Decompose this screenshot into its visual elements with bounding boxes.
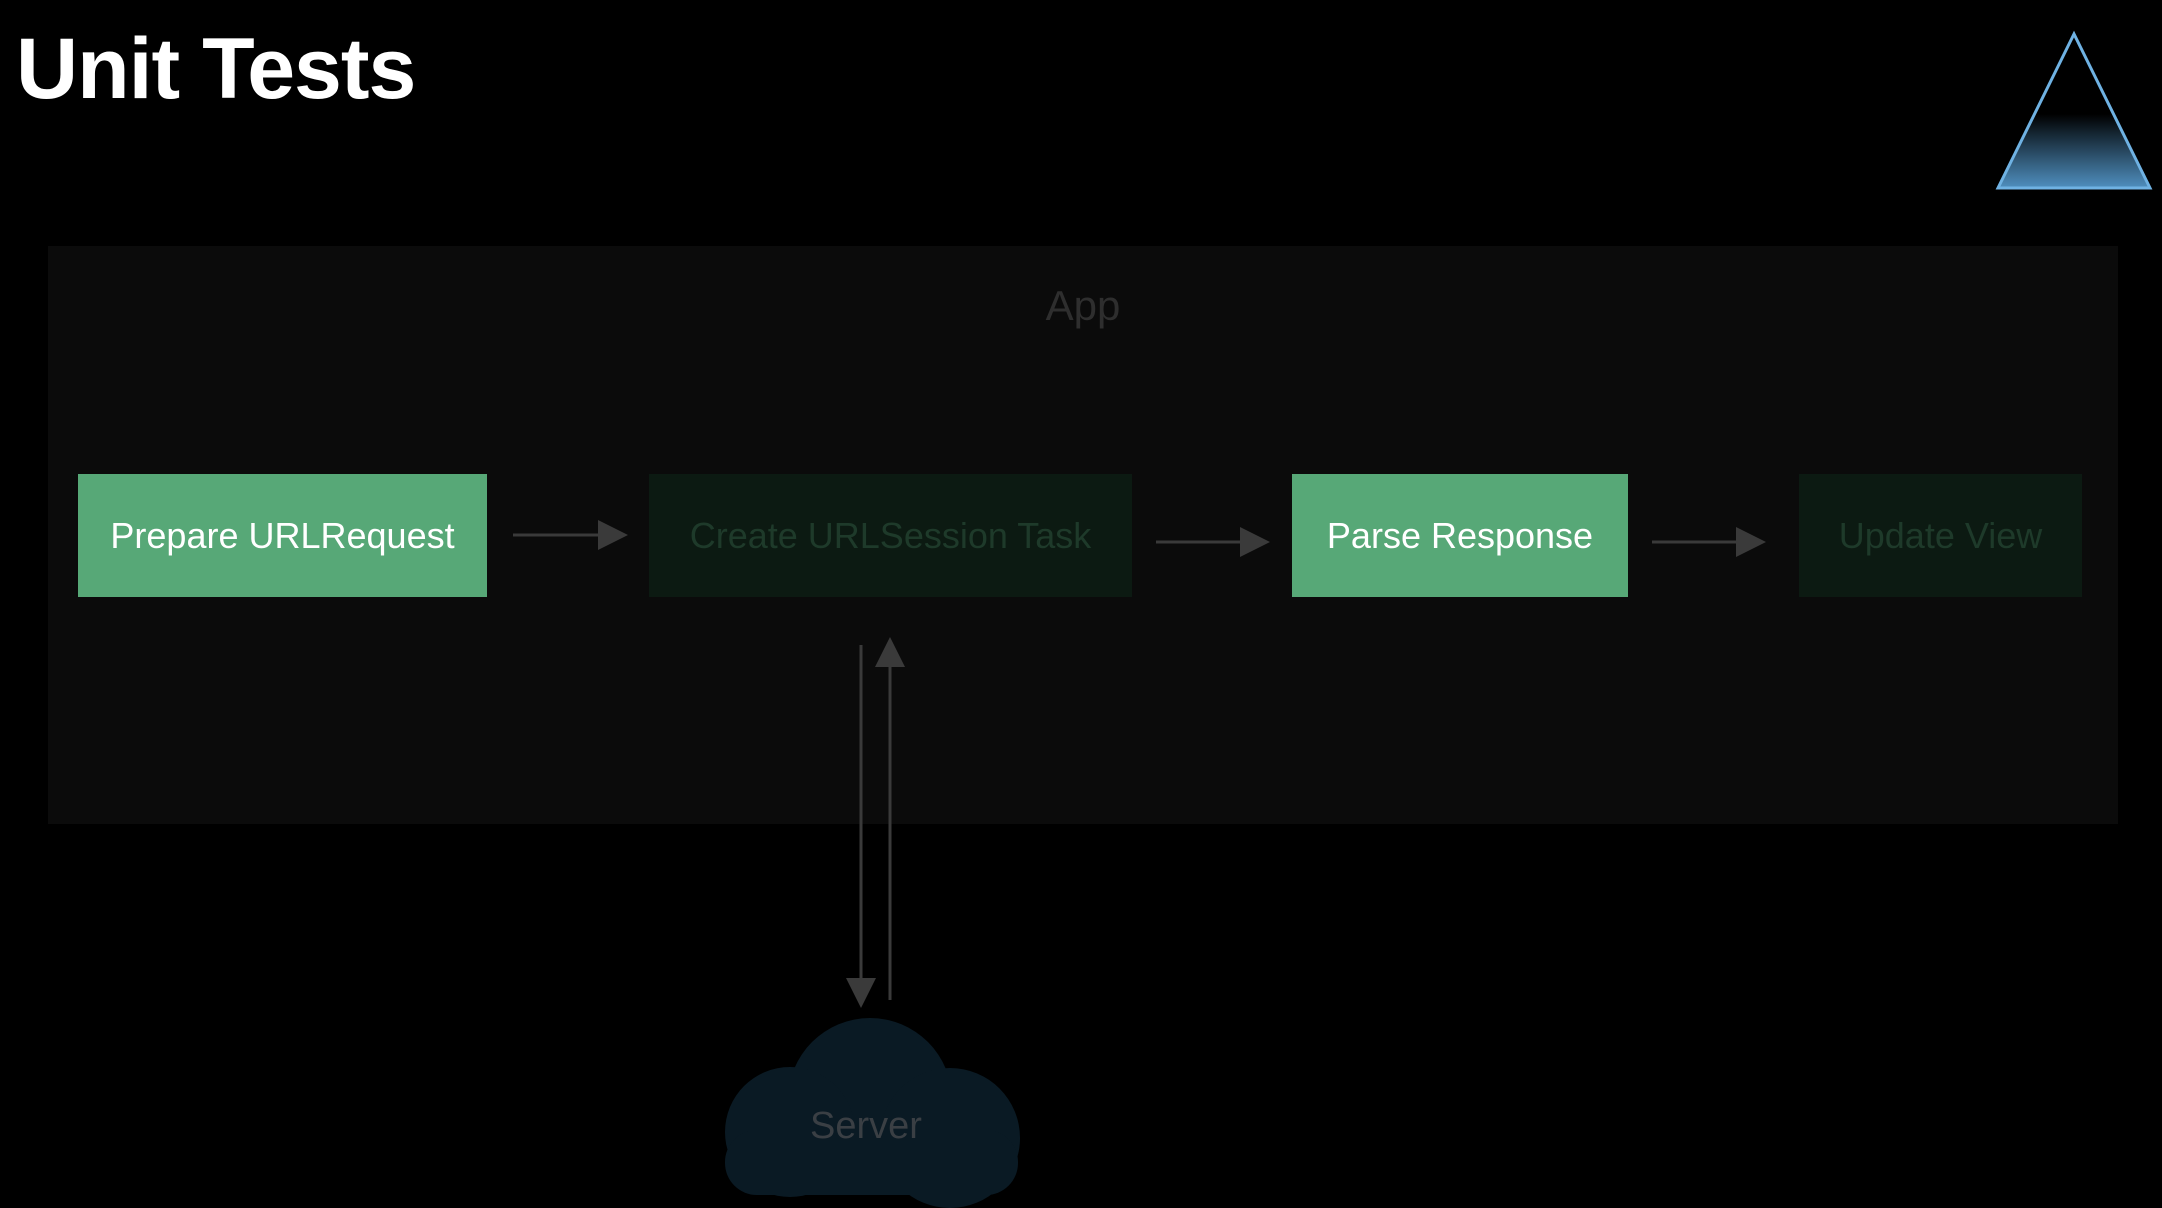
test-pyramid-icon [1995,30,2153,190]
app-container-label: App [1045,282,1121,329]
step-parse-response: Parse Response [1292,474,1628,597]
step-create-urlsession-task: Create URLSession Task [649,474,1132,597]
step-update-view: Update View [1799,474,2082,597]
step-prepare-urlrequest: Prepare URLRequest [78,474,487,597]
slide-title: Unit Tests [16,21,416,117]
server-label: Server [810,1105,922,1147]
